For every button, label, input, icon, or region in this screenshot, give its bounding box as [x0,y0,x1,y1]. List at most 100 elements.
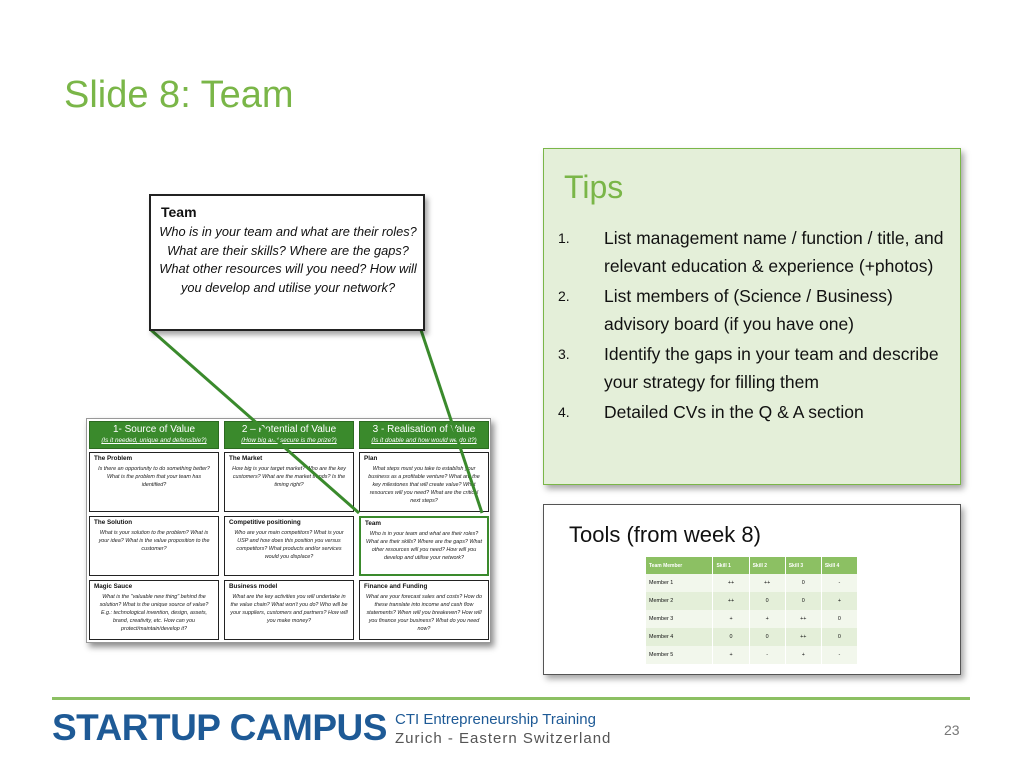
column-subtitle: (Is it needed, unique and defensible?) [101,437,207,444]
tip-item: 3. Identify the gaps in your team and de… [558,341,953,396]
callout-title: Team [161,204,197,220]
canvas-column-source: 1- Source of Value (Is it needed, unique… [89,421,219,641]
page-number: 23 [944,722,960,738]
canvas-cell-market: The Market How big is your target market… [224,452,354,512]
column-header: Skill 2 [749,557,786,574]
cell-title: Business model [229,583,278,590]
tagline-line-1: CTI Entrepreneurship Training [395,711,596,728]
tagline-line-2: Zurich - Eastern Switzerland [395,730,612,747]
tip-text: List members of (Science / Business) adv… [604,286,893,334]
tip-item: 4. Detailed CVs in the Q & A section [558,399,953,427]
canvas-cell-solution: The Solution What is your solution to th… [89,516,219,576]
tip-number: 2. [558,288,570,304]
cell-text: What are the key activities you will und… [230,594,348,624]
table-cell: 0 [749,628,786,646]
table-cell: 0 [712,628,750,646]
table-cell: Member 5 [646,646,714,664]
tip-item: 2. List members of (Science / Business) … [558,283,953,338]
table-cell: Member 2 [646,592,714,610]
cell-text: What is your solution to the problem? Wh… [98,530,210,552]
table-cell: Member 3 [646,610,714,628]
table-row: Member 2 ++ 0 0 + [646,592,859,610]
column-subtitle: (Is it doable and how would we do it?) [371,437,477,444]
table-cell: ++ [785,628,822,646]
table-cell: 0 [785,592,822,610]
table-header-row: Team Member Skill 1 Skill 2 Skill 3 Skil… [646,557,859,574]
column-subtitle: (How big and secure is the prize?) [241,437,337,444]
table-cell: ++ [712,592,750,610]
table-cell: ++ [712,574,750,592]
canvas-cell-plan: Plan What steps must you take to establi… [359,452,489,512]
logo-tagline: CTI Entrepreneurship Training Zurich - E… [395,710,611,748]
table-row: Member 1 ++ ++ 0 - [646,574,859,592]
table-cell: ++ [785,610,822,628]
tip-text: List management name / function / title,… [604,228,944,276]
table-cell: - [749,646,786,664]
startup-campus-logo: STARTUP CAMPUS [52,707,387,748]
slide-title: Slide 8: Team [64,74,294,116]
value-canvas-thumbnail: 1- Source of Value (Is it needed, unique… [86,418,491,643]
cell-title: Team [365,520,381,527]
cell-title: Finance and Funding [364,583,428,590]
column-header: Skill 1 [712,557,750,574]
cell-title: The Market [229,455,263,462]
footer-divider [52,697,970,700]
table-cell: + [712,646,750,664]
cell-text: Is there an opportunity to do something … [98,466,210,488]
column-header: Team Member [646,557,714,574]
tip-number: 4. [558,404,570,420]
column-header: 2 – Potential of Value (How big and secu… [224,421,354,449]
tips-panel: Tips 1. List management name / function … [543,148,961,485]
table-cell: + [785,646,822,664]
table-cell: ++ [749,574,786,592]
column-title: 3 - Realisation of Value [372,424,476,435]
tip-number: 1. [558,230,570,246]
column-header: Skill 3 [785,557,822,574]
table-cell: - [821,574,859,592]
canvas-cell-business-model: Business model What are the key activiti… [224,580,354,640]
table-row: Member 4 0 0 ++ 0 [646,628,859,646]
tip-text: Identify the gaps in your team and descr… [604,344,939,392]
cell-text: What are your forecast sales and costs? … [366,594,482,632]
cell-title: The Problem [94,455,133,462]
team-callout: Team Who is in your team and what are th… [149,194,425,331]
tips-heading: Tips [564,169,624,205]
cell-text: What steps must you take to establish yo… [368,466,480,504]
column-header: 3 - Realisation of Value (Is it doable a… [359,421,489,449]
table-row: Member 3 + + ++ 0 [646,610,859,628]
table-cell: Member 4 [646,628,714,646]
cell-text: Who are your main competitors? What is y… [234,530,344,560]
table-cell: 0 [821,628,859,646]
connector-line-left [150,328,360,515]
column-header: Skill 4 [821,557,859,574]
callout-text: Who is in your team and what are their r… [159,224,417,295]
cell-title: Competitive positioning [229,519,301,526]
cell-text: Who is in your team and what are their r… [366,531,482,561]
table-row: Member 5 + - + - [646,646,859,664]
cell-text: What is the "valuable new thing" behind … [99,594,209,632]
cell-text: How big is your target market? Who are t… [232,466,346,488]
table-cell: 0 [821,610,859,628]
table-cell: 0 [785,574,822,592]
column-title: 1- Source of Value [112,424,196,435]
canvas-column-potential: 2 – Potential of Value (How big and secu… [224,421,354,641]
canvas-cell-problem: The Problem Is there an opportunity to d… [89,452,219,512]
table-cell: + [821,592,859,610]
table-cell: 0 [749,592,786,610]
tips-list: 1. List management name / function / tit… [558,225,953,430]
canvas-cell-magic-sauce: Magic Sauce What is the "valuable new th… [89,580,219,640]
cell-title: Plan [364,455,378,462]
connector-line-right [419,329,484,514]
tip-number: 3. [558,346,570,362]
canvas-cell-finance: Finance and Funding What are your foreca… [359,580,489,640]
column-title: 2 – Potential of Value [241,424,337,435]
tip-text: Detailed CVs in the Q & A section [604,402,864,422]
canvas-cell-competitive-positioning: Competitive positioning Who are your mai… [224,516,354,576]
skills-matrix-table: Team Member Skill 1 Skill 2 Skill 3 Skil… [646,557,859,664]
tools-panel: Tools (from week 8) Team Member Skill 1 … [543,504,961,675]
tools-heading: Tools (from week 8) [569,522,761,547]
canvas-cell-team: Team Who is in your team and what are th… [359,516,489,576]
table-cell: + [749,610,786,628]
table-cell: Member 1 [646,574,714,592]
